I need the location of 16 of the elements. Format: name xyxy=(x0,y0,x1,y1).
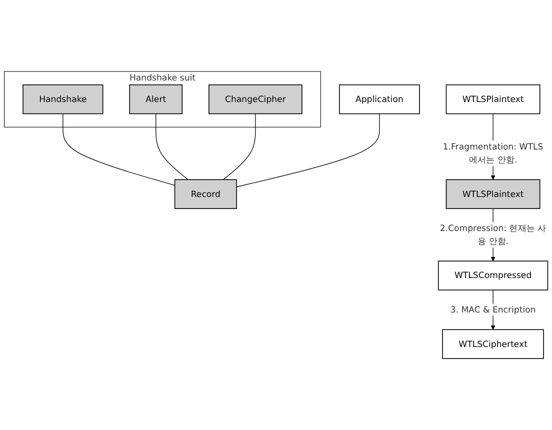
connector xyxy=(62,113,176,186)
node-box: Alert xyxy=(129,84,183,114)
connector xyxy=(223,113,256,180)
node-box: Handshake xyxy=(22,84,104,114)
connector xyxy=(236,113,380,188)
node-box: WTLSPlaintext xyxy=(446,84,540,114)
connector xyxy=(156,113,188,180)
node-box: Record xyxy=(174,179,237,209)
node-box: WTLSCompressed xyxy=(438,260,548,290)
node-box: Application xyxy=(339,84,420,114)
node-box: ChangeCipher xyxy=(208,84,302,114)
edge-label: 1.Fragmentation: WTLS에서는 안함. xyxy=(442,142,544,165)
node-box: WTLSPlaintext xyxy=(446,179,540,209)
edge-label: 3. MAC & Encription xyxy=(450,304,536,315)
edge-label: 2.Compression: 현재는 사용 안함. xyxy=(440,223,546,246)
node-box: WTLSCiphertext xyxy=(442,329,544,359)
